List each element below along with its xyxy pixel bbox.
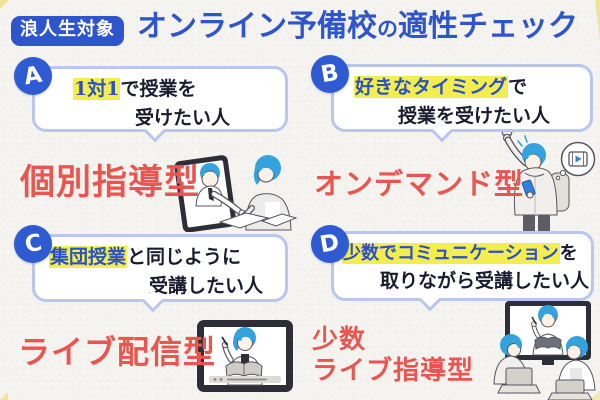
option-d-statement-line2: 取りながら受講したい人 [380,270,590,292]
play-icon [575,155,582,163]
small-group-lesson-illustration [493,301,596,400]
option-c-statement-line2: 受講したい人 [149,274,264,297]
option-c-letter-badge: C [14,225,52,263]
option-c-statement-line1: 集団授業と同じように [49,246,242,268]
option-b-statement-line1: 好きなタイミングで [354,76,528,98]
option-b-speech-bubble: 好きなタイミングで 授業を受けたい人 [331,64,593,143]
option-d-type-label: 少数 ライブ指導型 [312,325,475,386]
live-stream-tablet-illustration [197,320,293,392]
option-b-letter-badge: B [311,55,349,93]
option-b-type-label: オンデマンド型 [314,167,525,201]
one-on-one-tutoring-illustration [174,155,298,232]
option-d-speech-bubble: 少数でコミュニケーションを 取りながら受講したい人 [331,231,594,312]
option-c-speech-bubble: 集団授業と同じように 受講したい人 [32,234,288,313]
option-a-speech-bubble: 1対1で授業を 受けたい人 [32,66,288,143]
title-part1: オンライン予備校 [137,9,377,44]
title-part2: 適性チェック [398,9,578,44]
laptop-icon [555,379,585,394]
option-a-type-label: 個別指導型 [20,163,201,203]
option-a-letter-badge: A [14,57,52,95]
option-c-type-label: ライブ配信型 [18,333,217,371]
highlight-text: 1対1 [73,78,121,100]
option-a-statement-line1: 1対1で授業を [73,78,197,100]
corner-accent [0,392,8,400]
option-d-statement-line1: 少数でコミュニケーションを [342,243,578,264]
option-d-letter-badge: D [311,225,349,263]
highlight-text: 好きなタイミング [354,76,509,98]
option-b-statement-line2: 授業を受けたい人 [398,104,551,127]
audience-badge: 浪人生対象 [11,16,124,46]
corner-accent [590,390,600,400]
corner-accent [0,0,9,9]
laptop-icon [505,367,533,386]
page-title: オンライン予備校の適性チェック [137,7,578,46]
highlight-text: 少数でコミュニケーション [342,243,560,264]
title-particle: の [377,17,398,41]
highlight-text: 集団授業 [49,246,128,268]
corner-accent [595,0,600,40]
